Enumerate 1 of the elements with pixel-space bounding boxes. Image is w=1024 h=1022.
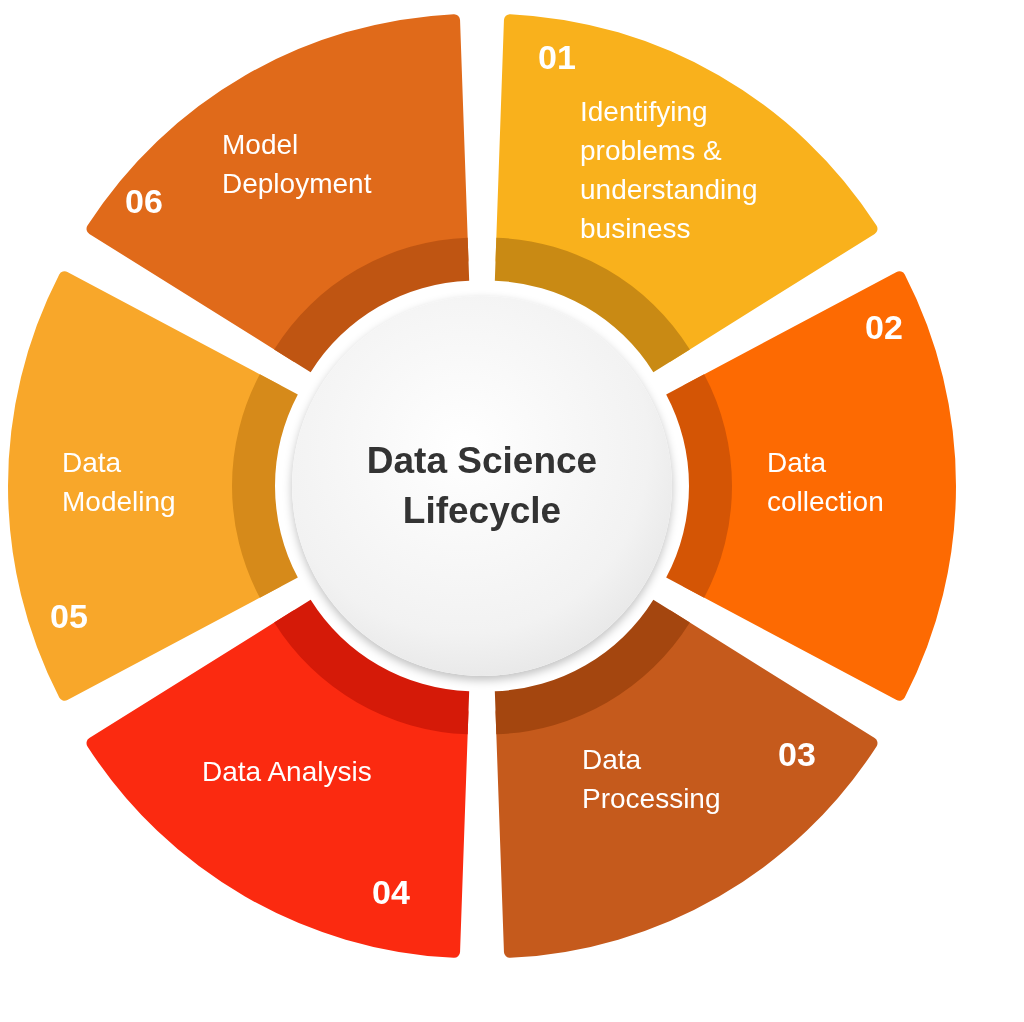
center-title: Data Science Lifecycle — [365, 439, 599, 533]
